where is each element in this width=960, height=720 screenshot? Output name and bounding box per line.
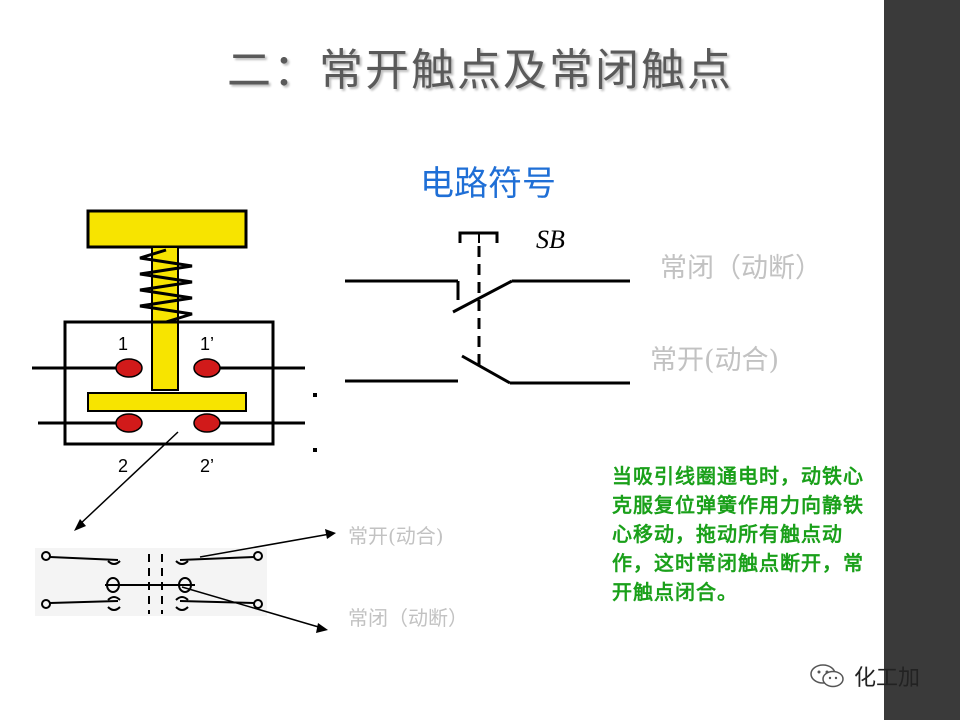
contact-1p-label: 1’: [200, 334, 214, 354]
nc-pointer-arrow: [181, 586, 323, 629]
pointer-arrow: [77, 431, 179, 527]
contact-1p-dot: [193, 358, 221, 378]
explanation-text: 当吸引线圈通电时，动铁心克服复位弹簧作用力向静铁心移动，拖动所有触点动作，这时常…: [612, 464, 864, 604]
no-pointer-arrow: [199, 533, 331, 558]
contact-2p-dot: [193, 413, 221, 433]
no-label-lower: 常开(动合): [348, 524, 444, 548]
sb-label: SB: [536, 225, 565, 254]
return-spring: [139, 248, 193, 324]
armature-plate: [86, 209, 248, 249]
page-title: 二：常开触点及常闭触点: [227, 45, 733, 96]
moving-contact-bar: [87, 392, 247, 412]
no-label-right: 常开(动合): [650, 345, 780, 376]
lower-diagram-bg: [35, 548, 267, 616]
right-side-bar: [884, 0, 960, 720]
contact-housing: [63, 320, 275, 446]
watermark-text: 化工加: [854, 666, 921, 691]
wechat-icon: [810, 664, 844, 688]
nc-label-lower: 常闭（动断）: [348, 606, 468, 630]
sb-symbol: [345, 231, 630, 385]
contact-2p-label: 2’: [200, 456, 214, 476]
contact-2-label: 2: [118, 456, 128, 476]
nc-label-right: 常闭（动断）: [660, 253, 822, 284]
watermark: 化工加: [808, 660, 920, 692]
contact-diagram: 1 1’ 2 2’ SB: [32, 209, 630, 633]
contact-1-dot: [115, 358, 143, 378]
contact-1-label: 1: [118, 334, 128, 354]
lower-contact-symbol: [41, 551, 263, 614]
circuit-symbol-heading: 电路符号: [420, 164, 556, 204]
contact-2-dot: [115, 413, 143, 433]
